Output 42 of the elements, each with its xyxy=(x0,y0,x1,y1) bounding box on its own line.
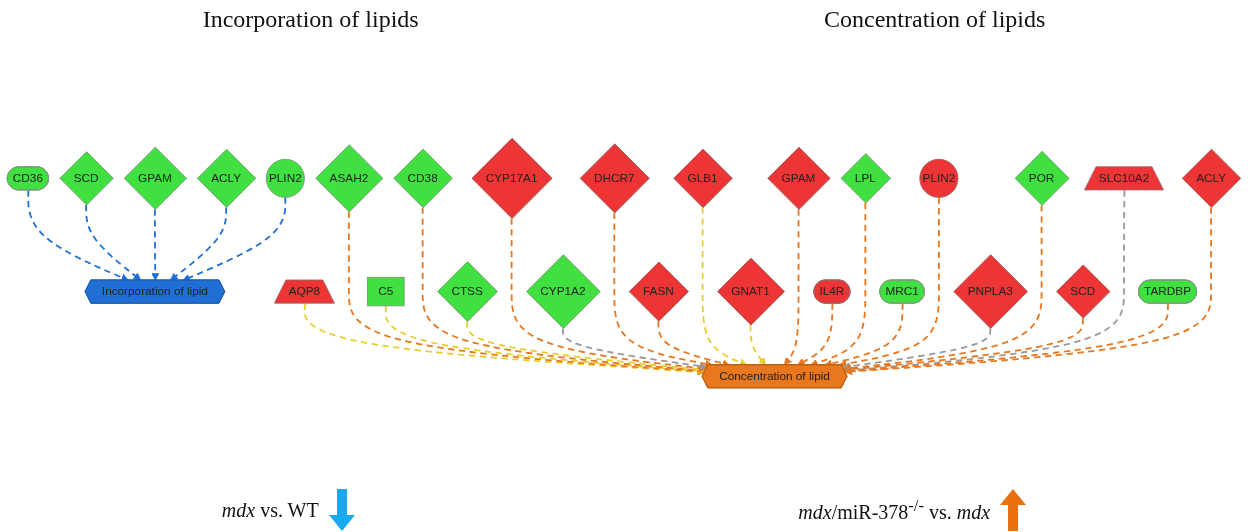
node-diamond: GPAM xyxy=(767,146,831,210)
node-diamond: GLB1 xyxy=(673,148,733,209)
network-title: Incorporation of lipids xyxy=(202,5,419,33)
node-diamond: CYP17A1 xyxy=(471,137,553,219)
node-diamond: DHCR7 xyxy=(579,143,650,214)
node-diamond: POR xyxy=(1014,150,1070,206)
arrow xyxy=(182,196,287,282)
arrow xyxy=(169,206,228,281)
arrow xyxy=(838,196,940,368)
node-diamond: CD38 xyxy=(393,148,453,209)
node-circle: PLIN2 xyxy=(919,158,959,198)
arrow xyxy=(842,327,992,371)
node-diamond: CYP1A2 xyxy=(526,254,601,329)
comparison-label: mdx vs. WT xyxy=(221,498,319,522)
node-diamond: GPAM xyxy=(123,146,187,210)
node-diamond: GNAT1 xyxy=(717,257,785,326)
node-box: C5 xyxy=(366,276,405,307)
arrow xyxy=(784,208,800,366)
arrow xyxy=(562,327,708,371)
arrow xyxy=(844,206,1212,376)
arrow xyxy=(85,204,142,281)
node-diamond: FASN xyxy=(628,261,689,322)
arrow xyxy=(510,217,707,373)
node-circle: PLIN2 xyxy=(265,158,305,198)
comparison-label: mdx/miR-378$^{-/-}$ vs. mdx xyxy=(798,496,991,524)
arrow xyxy=(421,206,706,375)
arrow xyxy=(749,324,767,366)
node-diamond: ACLY xyxy=(1181,148,1242,209)
node-diamond: CTSS xyxy=(437,261,498,322)
arrow xyxy=(27,189,130,282)
network-title: Concentration of lipids xyxy=(824,5,1046,33)
node-diamond: LPL xyxy=(840,153,891,204)
arrow xyxy=(151,208,160,281)
arrow xyxy=(303,302,706,376)
arrow xyxy=(384,304,706,375)
node-diamond: ASAH2 xyxy=(315,144,384,213)
node-diamond: SCD xyxy=(59,151,114,206)
node-diamond: SCD xyxy=(1056,264,1111,319)
node-diamond: PNPLA3 xyxy=(953,254,1028,329)
arrow xyxy=(613,212,713,368)
node-diamond: ACLY xyxy=(196,148,257,209)
arrow xyxy=(797,302,834,366)
